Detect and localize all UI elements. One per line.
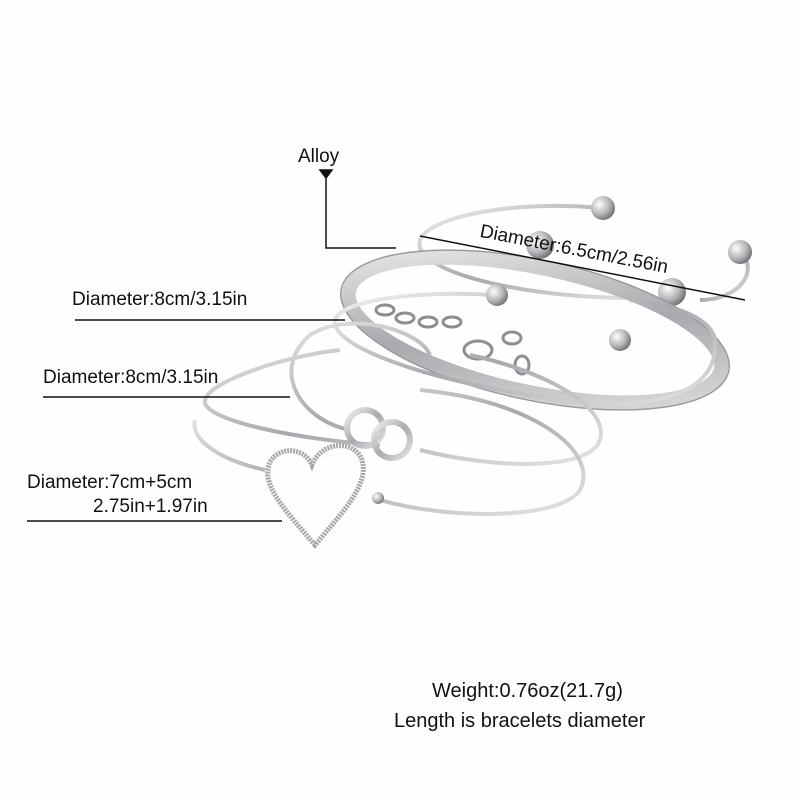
diameter-label-bangle: Diameter:8cm/3.15in (72, 289, 248, 310)
heart-bracelet (192, 388, 586, 549)
length-note: Length is bracelets diameter (394, 710, 646, 732)
weight-text: Weight:0.76oz(21.7g) (432, 680, 623, 702)
diameter-label-heart: Diameter:7cm+5cm (27, 472, 193, 493)
cuff-bracelet-medium (332, 284, 718, 406)
diameter-label-knot: Diameter:8cm/3.15in (43, 367, 219, 388)
chain (374, 303, 531, 376)
material-label: Alloy (298, 146, 340, 167)
cuff-bracelet-small (417, 196, 752, 306)
diameter-label-heart-inches: 2.75in+1.97in (93, 496, 208, 517)
annotation-lines (27, 169, 746, 522)
knot-bracelet (202, 321, 603, 466)
